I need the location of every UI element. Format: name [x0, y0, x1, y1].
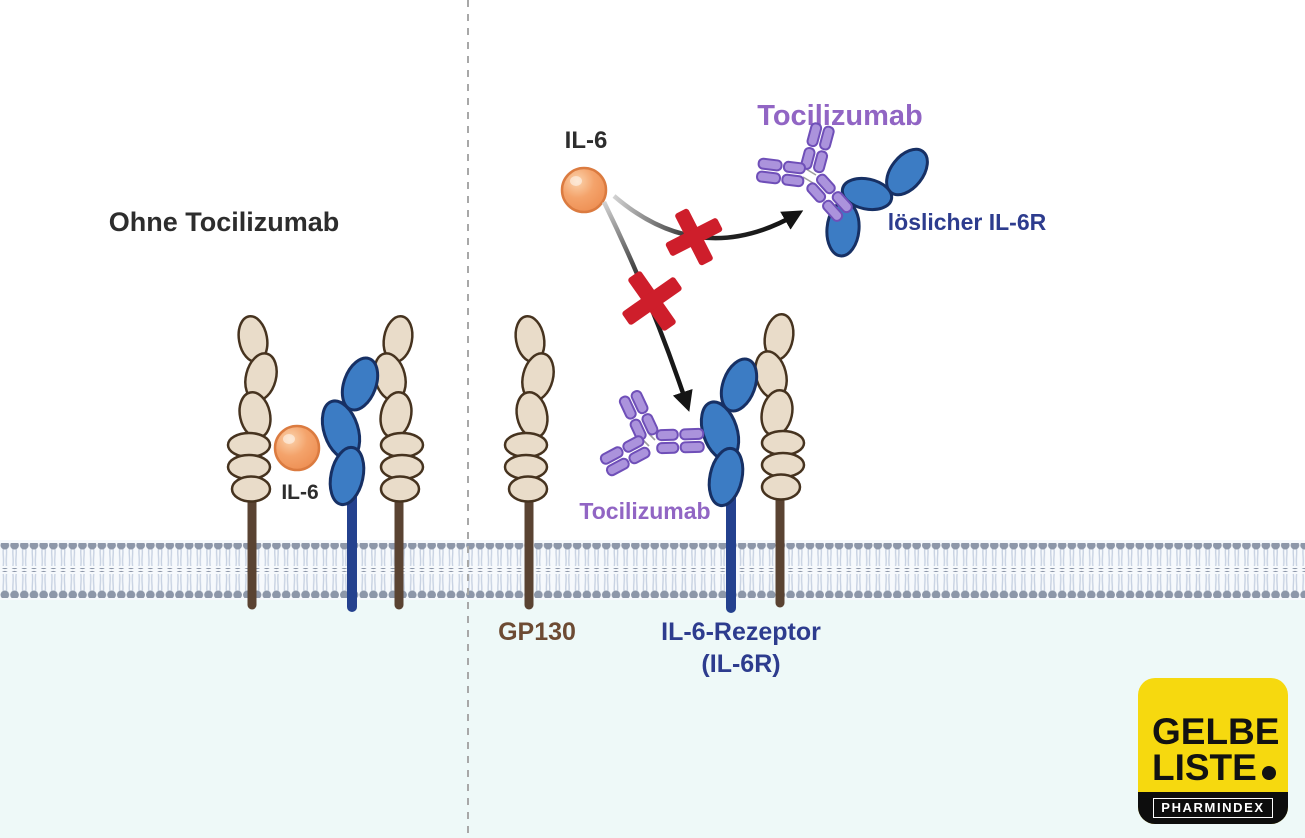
il6-receptor-label-line2: (IL-6R) [701, 650, 780, 678]
left-panel-title: Ohne Tocilizumab [109, 207, 340, 237]
soluble-il6r-label: löslicher IL-6R [888, 209, 1047, 235]
blocked-x-icon [665, 208, 723, 266]
il6-receptor-label-line1: IL-6-Rezeptor [661, 618, 821, 646]
logo-word-gelbe: GELBE [1152, 711, 1280, 752]
tocilizumab-title: Tocilizumab [757, 100, 922, 132]
intracellular-background [0, 600, 1305, 838]
blocked-x-icon [622, 271, 682, 331]
extracellular-background [0, 0, 1305, 540]
cell-membrane [0, 543, 1305, 598]
tocilizumab-antibody-bound [598, 388, 705, 478]
il6-label-left: IL-6 [281, 481, 318, 504]
logo-dot [1261, 766, 1276, 780]
gp130-label: GP130 [498, 618, 576, 646]
logo-word-liste: LISTE [1152, 749, 1276, 786]
il6-label-right: IL-6 [565, 127, 608, 154]
il6-ligand-free [560, 166, 608, 214]
logo-pharmindex-band: PHARMINDEX [1138, 792, 1288, 824]
il6-ligand-bound [273, 424, 321, 472]
gelbe-liste-logo: GELBE LISTE PHARMINDEX [1138, 678, 1288, 824]
logo-tagline: PHARMINDEX [1153, 798, 1273, 818]
bound-tocilizumab-label: Tocilizumab [579, 498, 710, 524]
tocilizumab-antibody-free [755, 121, 855, 224]
